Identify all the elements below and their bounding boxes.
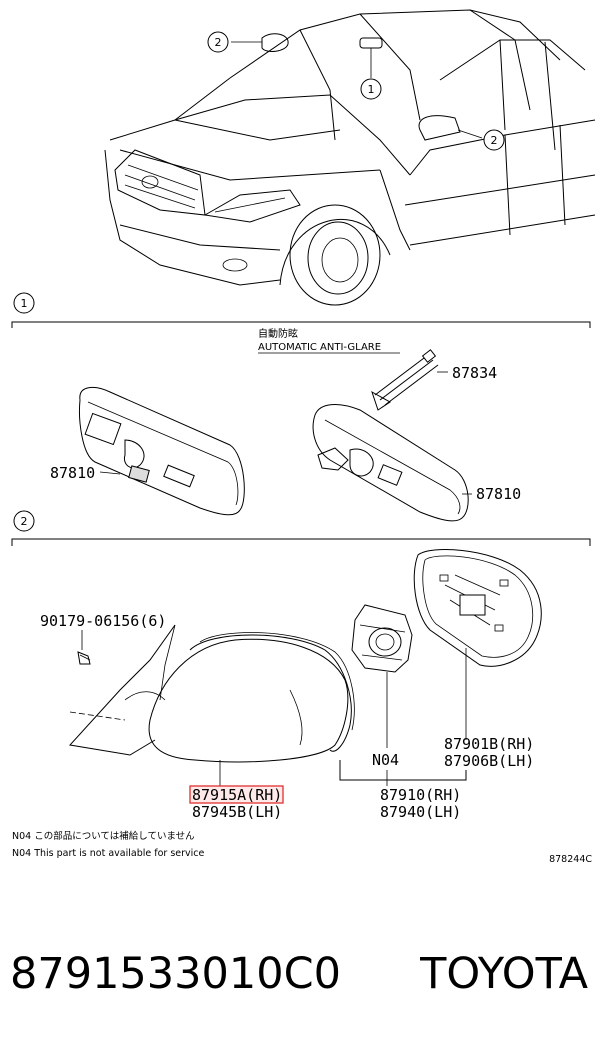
section-1-heading-en: AUTOMATIC ANTI-GLARE <box>258 342 381 353</box>
mirror-glass-drawing <box>413 549 542 740</box>
section-1-marker: 1 <box>21 297 28 310</box>
outer-mirror-cover-drawing <box>148 632 355 786</box>
part-87906B-lh: 87906B(LH) <box>444 752 534 770</box>
part-n04: N04 <box>372 751 399 769</box>
callout-1-top: 1 <box>368 83 375 96</box>
part-87910-rh: 87910(RH) <box>380 786 461 804</box>
mirror-actuator-drawing <box>351 604 413 748</box>
part-87810-right: 87810 <box>476 485 521 503</box>
note-jp: N04 この部品については補給していません <box>12 830 195 842</box>
part-bolt-90179: 90179-06156(6) <box>40 612 166 630</box>
note-en: N04 This part is not available for servi… <box>12 848 205 859</box>
inner-mirror-left <box>79 387 245 516</box>
part-87810-left: 87810 <box>50 464 95 482</box>
footer-brand: TOYOTA <box>419 949 588 999</box>
harness-drawing <box>371 349 448 411</box>
highlight-box-87915A <box>189 785 284 804</box>
car-illustration: 2 1 2 <box>104 9 596 306</box>
figure-id: 878244C <box>549 854 592 865</box>
part-87834: 87834 <box>452 364 497 382</box>
section-2-marker: 2 <box>21 515 28 528</box>
inner-mirror-right <box>312 404 472 522</box>
callout-2-top: 2 <box>215 36 222 49</box>
callout-2-right: 2 <box>491 134 498 147</box>
part-87945B-lh: 87945B(LH) <box>192 803 282 821</box>
part-87940-lh: 87940(LH) <box>380 803 461 821</box>
section-1-heading-jp: 自動防眩 <box>258 327 298 340</box>
part-87901B-rh: 87901B(RH) <box>444 735 534 753</box>
section-2: 2 87901B(RH) 87906B(LH) N04 <box>11 510 592 865</box>
footer-part-number: 8791533010C0 <box>10 949 341 999</box>
part-87915A-rh: 87915A(RH) <box>192 786 282 804</box>
door-panel-drawing <box>69 624 176 756</box>
section-1: 1 自動防眩 AUTOMATIC ANTI-GLARE 87834 87810 <box>11 292 591 522</box>
